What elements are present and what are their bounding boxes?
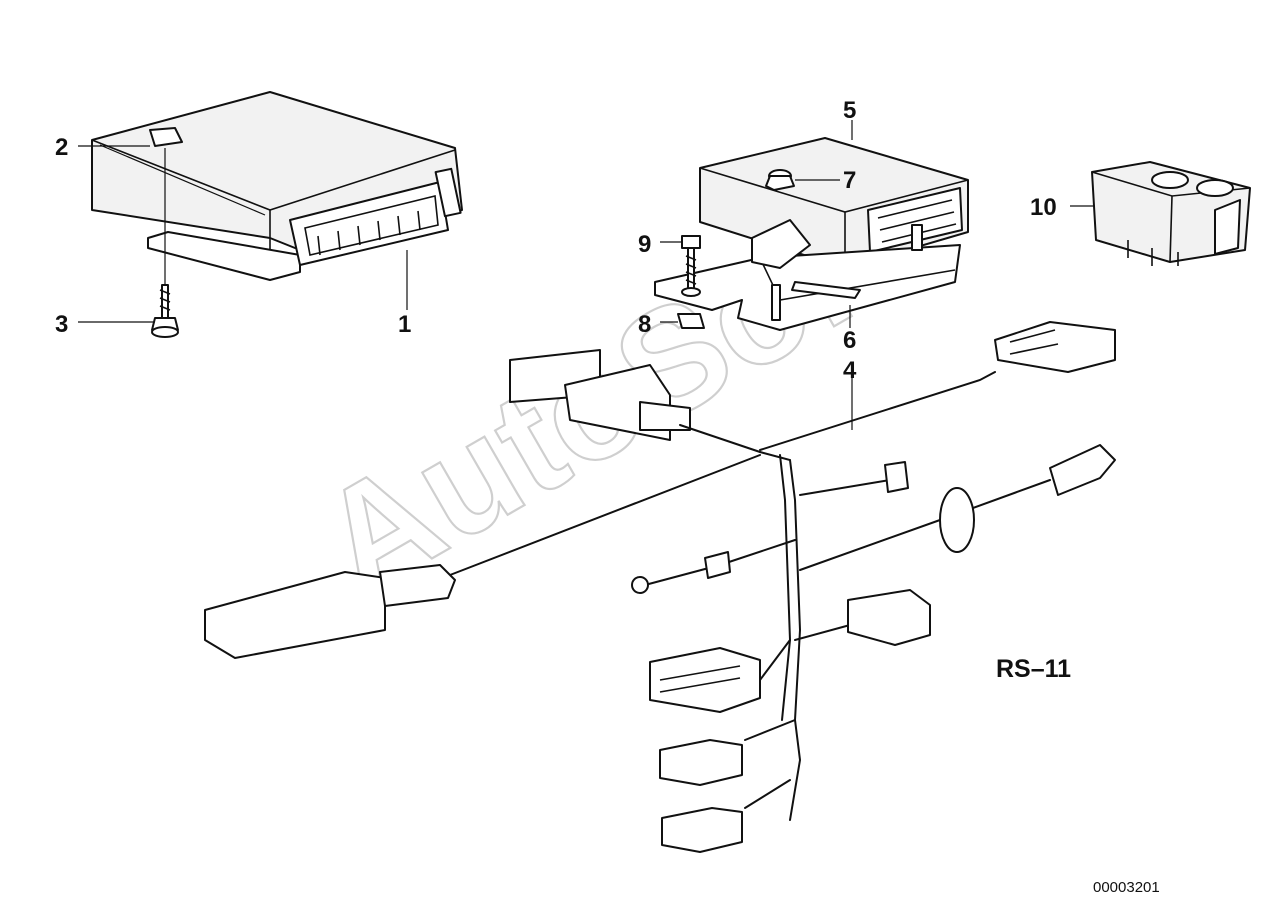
part-3-screw[interactable]	[151, 284, 179, 338]
callout-7: 7	[843, 167, 856, 194]
document-number: 00003201	[1093, 879, 1160, 896]
part-4-wiring-harness[interactable]	[204, 321, 1116, 853]
part-1-control-unit[interactable]	[91, 91, 463, 281]
part-7-nut[interactable]	[765, 175, 795, 191]
callout-8: 8	[638, 311, 651, 338]
callout-6: 6	[843, 327, 856, 354]
leader-lines	[78, 120, 1095, 430]
part-6-bracket[interactable]	[654, 219, 961, 331]
callout-4: 4	[843, 357, 857, 384]
callout-labels: 1 2 3 4 5 6 7 8 9 10	[55, 97, 1057, 384]
callout-2: 2	[55, 134, 68, 161]
part-10-switch[interactable]	[1091, 161, 1251, 266]
part-8-clip[interactable]	[677, 313, 705, 329]
callout-5: 5	[843, 97, 856, 124]
callout-10: 10	[1030, 194, 1057, 221]
section-label: RS–11	[996, 655, 1071, 683]
callout-9: 9	[638, 231, 651, 258]
part-9-bolt[interactable]	[681, 235, 701, 297]
callout-1: 1	[398, 311, 411, 338]
callout-3: 3	[55, 311, 68, 338]
